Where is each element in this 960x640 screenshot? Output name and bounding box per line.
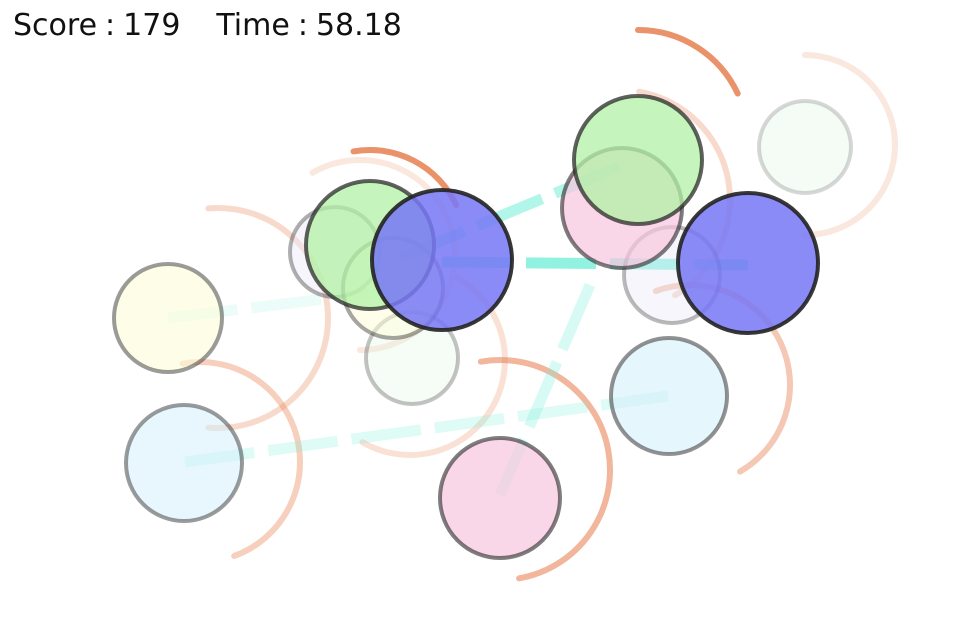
time-value: 58.18 — [315, 8, 402, 43]
circle-fill — [114, 264, 222, 372]
circle-outline — [438, 436, 562, 560]
circle-fill — [759, 101, 851, 193]
circle-outline — [572, 94, 704, 226]
circle-outline — [124, 403, 244, 523]
ring-arc — [205, 205, 332, 431]
game-circle[interactable] — [124, 403, 244, 523]
circle-outline — [112, 262, 224, 374]
circle-fill — [440, 438, 560, 558]
game-circle[interactable] — [438, 436, 562, 560]
time-separator: : — [297, 8, 308, 43]
ring-arc — [179, 359, 303, 559]
score-separator: : — [105, 8, 116, 43]
game-circle[interactable] — [370, 188, 514, 332]
circle-outline — [370, 188, 514, 332]
ring-arc — [477, 357, 613, 582]
circle-outline — [609, 336, 729, 456]
game-circle[interactable] — [609, 336, 729, 456]
score-label: Score — [13, 8, 98, 43]
circle-layer[interactable] — [112, 94, 853, 560]
ring-arc — [802, 52, 898, 238]
game-circle[interactable] — [572, 94, 704, 226]
circle-outline — [676, 191, 820, 335]
game-circle[interactable] — [676, 191, 820, 335]
time-label: Time — [216, 8, 290, 43]
score-value: 179 — [123, 8, 181, 43]
circle-outline — [757, 99, 853, 195]
game-circle[interactable] — [112, 262, 224, 374]
circle-fill — [611, 338, 727, 454]
circle-fill — [372, 190, 512, 330]
ring-arc — [635, 27, 741, 97]
game-circle[interactable] — [757, 99, 853, 195]
circle-fill — [574, 96, 702, 224]
circle-fill — [678, 193, 818, 333]
circle-fill — [126, 405, 242, 521]
